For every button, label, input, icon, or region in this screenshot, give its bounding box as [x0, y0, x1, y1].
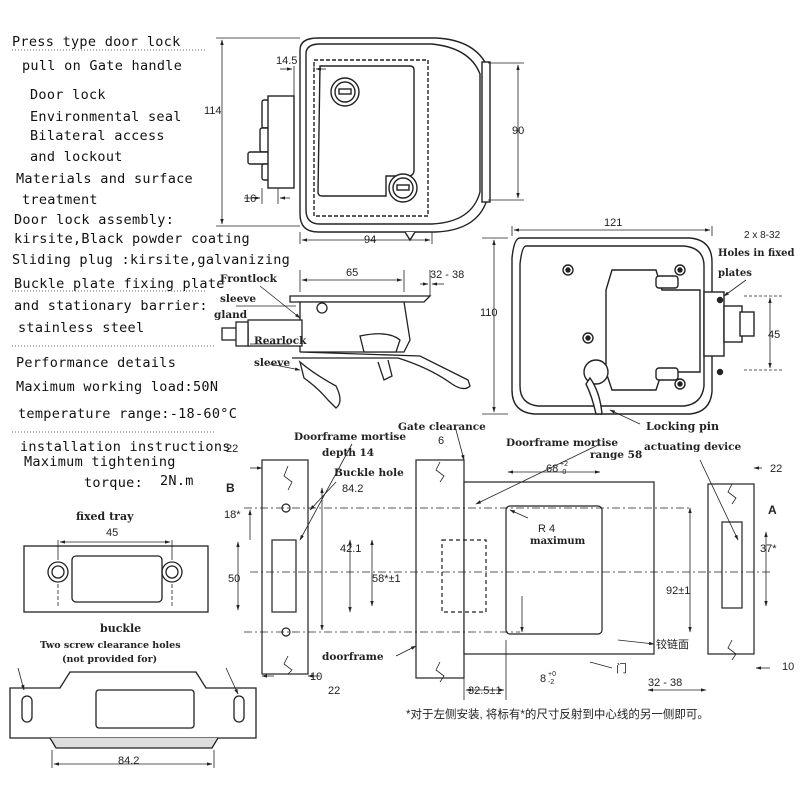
dim-37: 37* [760, 543, 777, 555]
label-mortise-range-value: range 58 [590, 449, 642, 461]
label-door: 门 [616, 661, 627, 675]
dim-32-5: 32.5±1 [468, 685, 502, 697]
dim-16: 16 [244, 193, 256, 205]
label-rearlock: Rearlock [254, 335, 307, 347]
spec-line: Buckle plate fixing plate [14, 276, 225, 292]
dim-22: 22 [328, 685, 340, 697]
dim-84-2: 84.2 [118, 755, 139, 767]
dim-18: 18* [224, 509, 241, 521]
label-holes: 2 x 8-32 [744, 230, 781, 241]
spec-line: Door lock [30, 87, 106, 103]
dim-8: 8 [540, 673, 546, 685]
spec-line: pull on Gate handle [22, 58, 183, 74]
spec-line: torque: [84, 475, 143, 491]
dim-121: 121 [604, 217, 622, 229]
spec-line: treatment [22, 192, 98, 208]
label-a: A [768, 503, 777, 517]
dim-50: 50 [228, 573, 240, 585]
dim-8-tolerance-down: -2 [548, 679, 554, 686]
label-holes: Holes in fixed [718, 248, 795, 259]
spec-line: and stationary barrier: [14, 298, 208, 314]
label-screw-holes: Two screw clearance holes [40, 640, 181, 651]
label-gate-clearance-value: 6 [438, 435, 444, 447]
label-doorframe: doorframe [322, 651, 384, 663]
dim-68: 68 [546, 463, 558, 475]
label-screw-holes-note: (not provided for) [62, 654, 157, 665]
installation-view [236, 429, 770, 700]
back-view [482, 226, 784, 425]
dim-r4-note: maximum [530, 536, 586, 547]
spec-line: Environmental seal [30, 109, 182, 125]
dim-45: 45 [106, 527, 118, 539]
spec-line: stainless steel [18, 320, 145, 336]
label-mortise-range: Doorframe mortise [506, 437, 618, 449]
spec-line: Door lock assembly: [14, 212, 175, 228]
spec-line: Maximum tightening [24, 454, 176, 470]
dim-90: 90 [512, 125, 524, 137]
dim-84-2: 84.2 [342, 483, 363, 495]
dim-92: 92±1 [666, 585, 690, 597]
buckle-plate [9, 667, 257, 768]
dim-68-tolerance-up: +2 [560, 461, 568, 468]
front-view [216, 37, 524, 244]
dim-8-tolerance-up: +0 [548, 671, 556, 678]
spec-title: Press type door lock [12, 34, 181, 50]
label-mortise-depth: Doorframe mortise [294, 431, 406, 443]
label-mortise-depth-value: depth 14 [322, 447, 374, 459]
spec-line: installation instructions [20, 439, 231, 455]
buckle-title: buckle [100, 622, 141, 635]
side-view [221, 270, 471, 409]
spec-dividers [12, 49, 214, 433]
label-gate-clearance: Gate clearance [398, 421, 486, 433]
spec-line: kirsite,Black powder coating [14, 231, 250, 247]
dim-14-5: 14.5 [276, 55, 297, 67]
spec-line: temperature range:-18-60°C [18, 406, 238, 422]
dim-10: 10 [782, 661, 794, 673]
dim-45: 45 [768, 329, 780, 341]
fixed-tray [23, 540, 209, 613]
dim-22: 22 [226, 443, 238, 455]
label-gland: gland [214, 309, 248, 321]
spec-line: 2N.m [160, 473, 194, 489]
dim-22: 22 [770, 463, 782, 475]
label-holes: plates [718, 268, 752, 279]
spec-line: Maximum working load:50N [16, 379, 219, 395]
label-frontlock: Frontlock [220, 273, 278, 285]
label-sleeve: sleeve [254, 357, 290, 369]
label-locking-pin: Locking pin [646, 420, 719, 433]
spec-line: Bilateral access [30, 128, 165, 144]
dim-10: 10 [310, 671, 322, 683]
dim-32-38: 32 - 38 [430, 269, 464, 281]
spec-line: and lockout [30, 149, 123, 165]
dim-94: 94 [364, 234, 376, 246]
dim-58: 58*±1 [372, 573, 401, 585]
dim-65: 65 [346, 267, 358, 279]
label-actuating-device: actuating device [644, 441, 741, 453]
dim-32-38: 32 - 38 [648, 677, 682, 689]
spec-line: Sliding plug :kirsite,galvanizing [12, 252, 291, 268]
dim-110: 110 [480, 307, 498, 319]
installation-note: *对于左侧安装, 将标有*的尺寸反射到中心线的另一侧即可。 [406, 707, 709, 721]
label-b: B [226, 481, 235, 495]
label-hinge-face: 铰链面 [656, 637, 689, 651]
tray-title: fixed tray [76, 510, 134, 523]
dim-68-tolerance-down: -0 [560, 469, 566, 476]
dim-114: 114 [204, 105, 222, 117]
spec-line: Materials and surface [16, 171, 193, 187]
label-buckle-hole: Buckle hole [334, 467, 404, 479]
dim-r4: R 4 [538, 523, 555, 535]
spec-line: Performance details [16, 355, 177, 371]
dim-42-1: 42.1 [340, 543, 361, 555]
label-sleeve: sleeve [220, 293, 256, 305]
